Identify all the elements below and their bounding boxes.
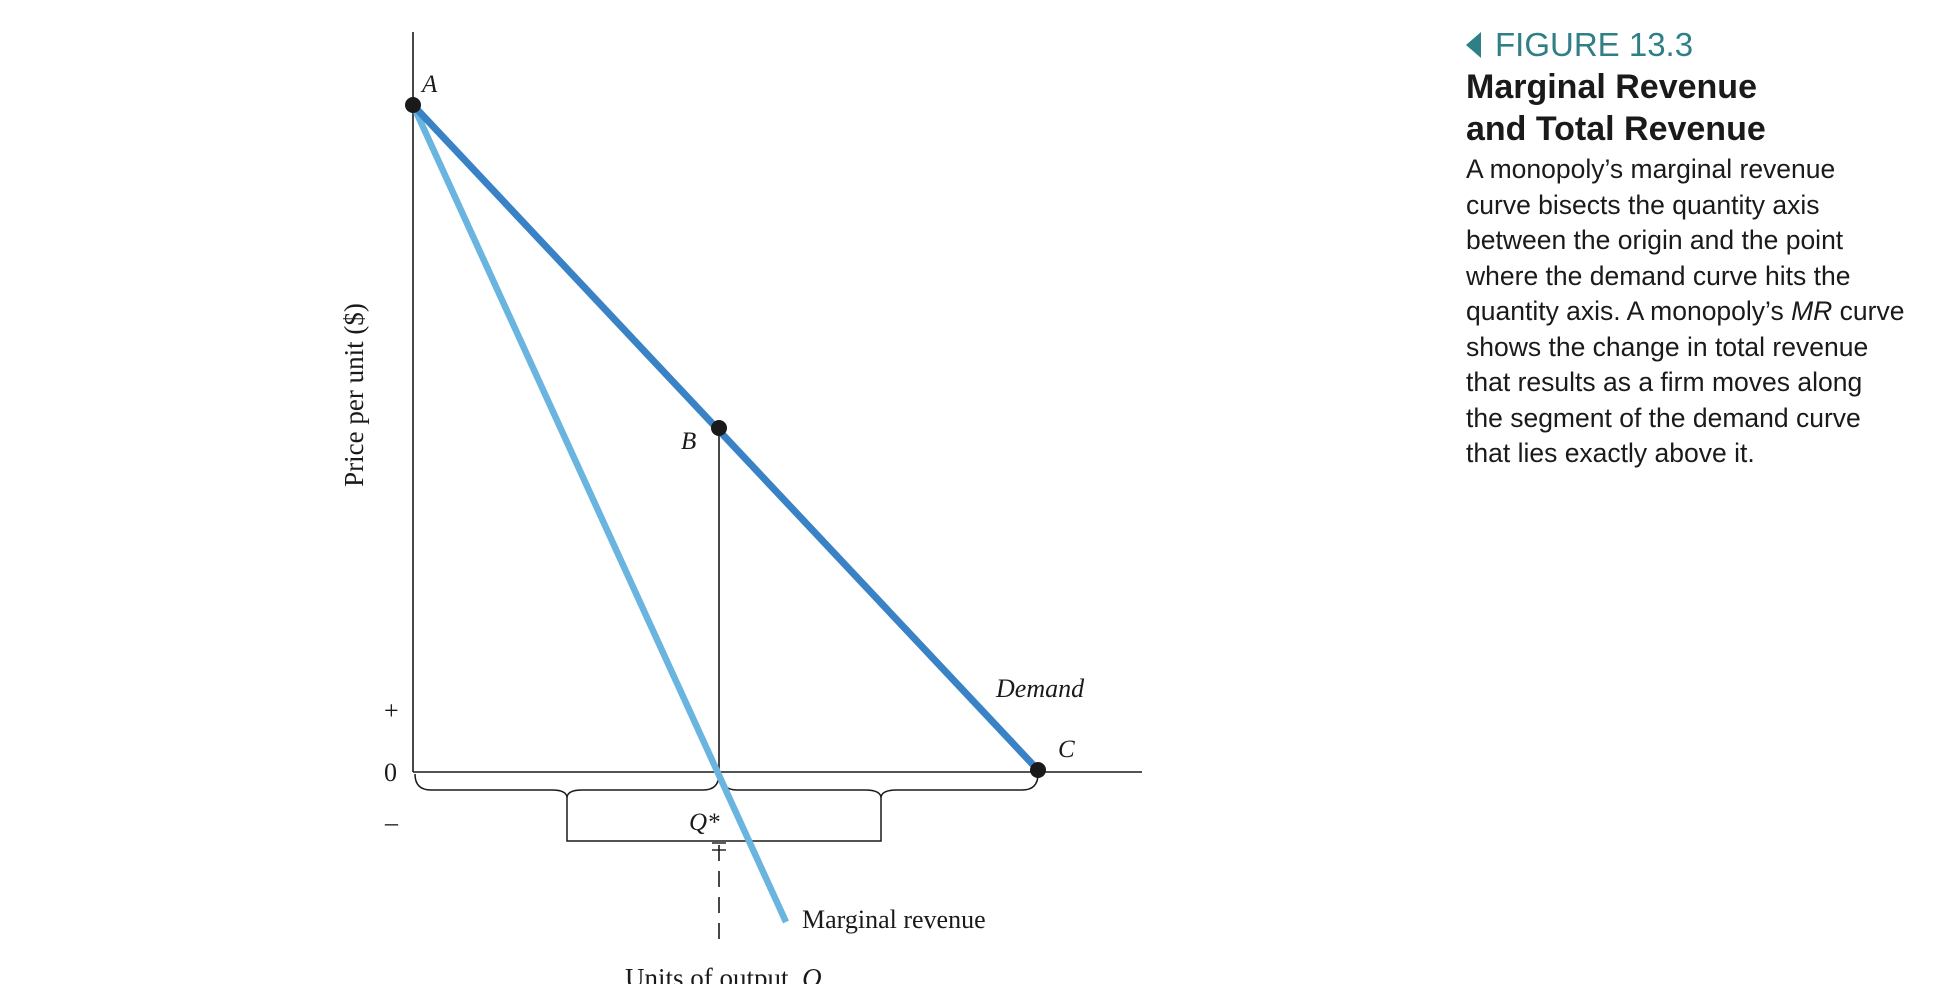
marginal-revenue-label: Marginal revenue bbox=[802, 905, 986, 934]
point-c-label: C bbox=[1058, 736, 1075, 763]
y-axis-label: Price per unit ($) bbox=[339, 303, 369, 487]
tick-plus: + bbox=[384, 696, 399, 725]
figure-title-line2: and Total Revenue bbox=[1466, 110, 1766, 148]
right-brace bbox=[720, 773, 1039, 799]
demand-label: Demand bbox=[995, 674, 1085, 703]
x-axis-label-var: Q bbox=[802, 963, 822, 984]
description-part2: curve shows the change in total revenue … bbox=[1466, 296, 1905, 468]
point-a-dot bbox=[405, 97, 421, 113]
point-a-label: A bbox=[420, 71, 438, 98]
point-b-label: B bbox=[681, 428, 696, 455]
point-c-dot bbox=[1030, 762, 1046, 778]
figure-caption: FIGURE 13.3 Marginal Revenue and Total R… bbox=[1466, 24, 1906, 472]
tick-zero: 0 bbox=[384, 758, 397, 787]
description-mr: MR bbox=[1791, 296, 1833, 326]
tick-minus: – bbox=[384, 808, 399, 837]
x-axis-label-text: Units of output, bbox=[625, 963, 802, 984]
figure-number: FIGURE 13.3 bbox=[1466, 24, 1906, 66]
figure-description: A monopoly’s marginal revenue curve bise… bbox=[1466, 152, 1906, 472]
q-star-label: Q* bbox=[689, 809, 720, 836]
bracket-connector bbox=[566, 798, 882, 842]
marginal-revenue-line bbox=[410, 103, 789, 924]
left-brace bbox=[414, 773, 720, 799]
left-triangle-icon bbox=[1466, 32, 1481, 58]
figure-number-text: FIGURE 13.3 bbox=[1495, 26, 1694, 63]
description-part1: A monopoly’s marginal revenue curve bise… bbox=[1466, 154, 1851, 326]
x-axis-label: Units of output, Q bbox=[625, 963, 822, 984]
point-b-dot bbox=[711, 420, 727, 436]
figure-title: Marginal Revenue and Total Revenue bbox=[1466, 66, 1906, 150]
figure-title-line1: Marginal Revenue bbox=[1466, 68, 1757, 106]
demand-line bbox=[410, 102, 1041, 773]
